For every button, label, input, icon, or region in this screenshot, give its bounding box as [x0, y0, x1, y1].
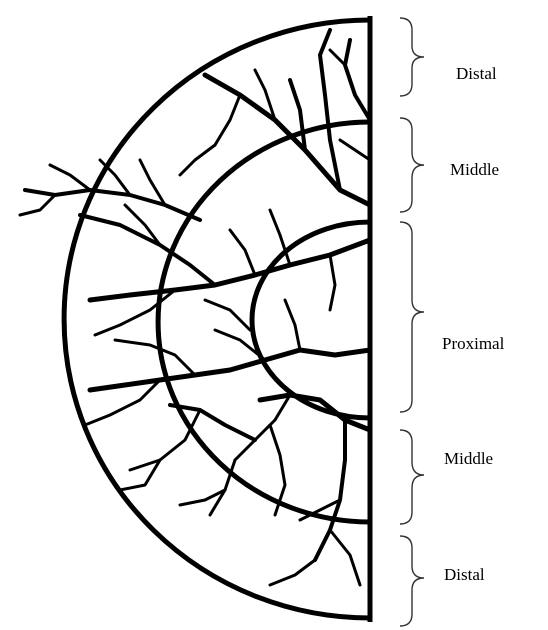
brace-distal-bottom: [400, 536, 424, 626]
inner-ring: [252, 222, 370, 418]
label-proximal: Proximal: [442, 334, 505, 353]
label-middle-bottom: Middle: [444, 449, 493, 468]
brace-middle-bottom: [400, 430, 424, 524]
brace-proximal: [400, 222, 424, 412]
branching-network: [20, 30, 370, 585]
outer-ring: [64, 20, 370, 618]
label-middle-top: Middle: [450, 160, 499, 179]
zone-rings: [64, 16, 370, 622]
zone-braces: [400, 18, 424, 626]
label-distal-bottom: Distal: [444, 565, 485, 584]
brace-distal-top: [400, 18, 424, 96]
brace-middle-top: [400, 118, 424, 212]
zone-labels: Distal Middle Proximal Middle Distal: [442, 64, 505, 584]
label-distal-top: Distal: [456, 64, 497, 83]
